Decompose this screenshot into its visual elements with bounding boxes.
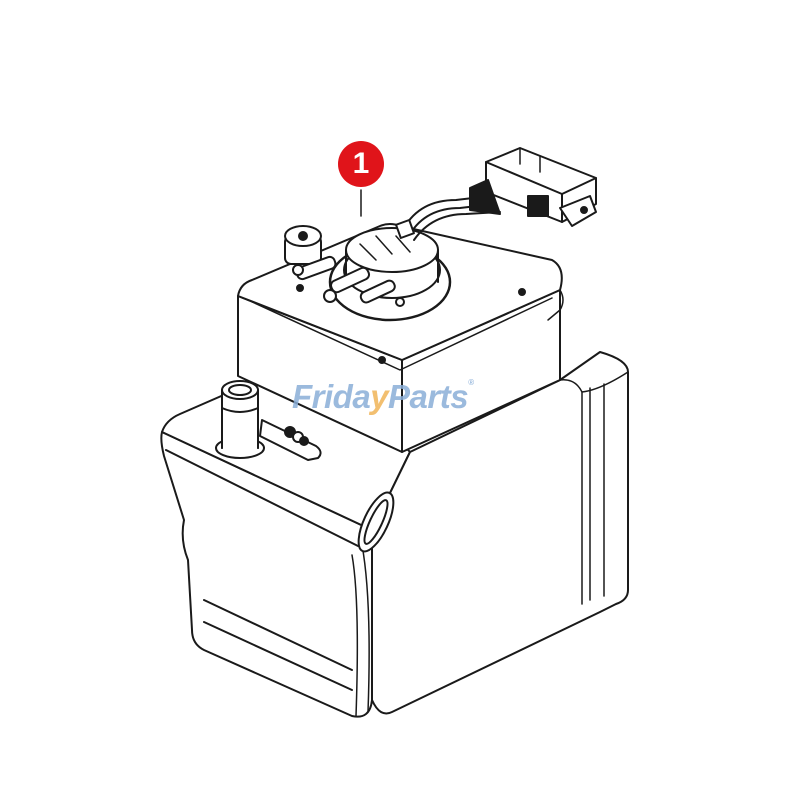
level-gauge	[259, 419, 322, 461]
watermark-logo: FridayParts®	[292, 378, 474, 418]
watermark-check-icon: y	[370, 378, 389, 415]
filler-neck	[215, 380, 265, 459]
callout-badge-1: 1	[338, 141, 384, 187]
wiring-harness	[395, 195, 501, 241]
lower-tank-body	[160, 351, 629, 718]
vent-valve	[284, 225, 337, 281]
electrical-connector	[469, 147, 597, 227]
watermark-text-part1: Frida	[292, 378, 371, 415]
registered-mark: ®	[468, 378, 474, 387]
watermark-text-part2: Parts	[388, 378, 469, 415]
